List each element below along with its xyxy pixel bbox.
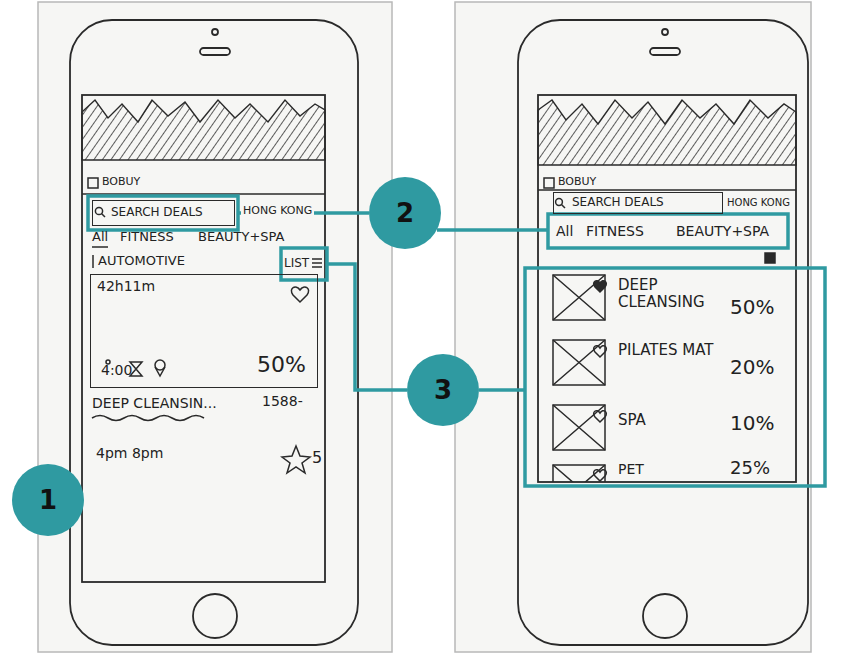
search-placeholder: SEARCH DEALS bbox=[111, 206, 203, 219]
deal-card: 42h11m 4:00 50% bbox=[90, 274, 318, 388]
discount: 50% bbox=[730, 296, 774, 318]
list-thumbnails bbox=[594, 346, 607, 357]
callout-number: 3 bbox=[434, 376, 452, 405]
callout-circle: 1 bbox=[12, 464, 84, 536]
category-tab: AUTOMOTIVE bbox=[98, 254, 185, 268]
rating: 5 bbox=[312, 449, 322, 467]
deal-price: 1588- bbox=[262, 394, 303, 409]
screen-sketch-lines bbox=[312, 262, 322, 264]
discount: 20% bbox=[730, 356, 774, 378]
search-box: SEARCH DEALS bbox=[553, 192, 723, 214]
deal-hours: 4pm 8pm bbox=[96, 446, 163, 461]
screen-sketch-lines bbox=[544, 178, 554, 188]
deal-title: DEEP CLEANSIN... bbox=[92, 396, 217, 411]
category-tab: FITNESS bbox=[120, 230, 174, 244]
screen-sketch-lines bbox=[155, 367, 165, 376]
callout-number: 2 bbox=[396, 199, 414, 228]
screen-sketch-lines bbox=[88, 178, 98, 188]
screen-sketch-lines bbox=[765, 253, 775, 263]
phone-outline bbox=[212, 29, 218, 35]
list-thumbnails bbox=[553, 405, 605, 450]
location: HONG KONG bbox=[727, 197, 790, 208]
app-name: BOBUY bbox=[558, 176, 596, 188]
leader-line bbox=[479, 388, 525, 392]
list-thumbnails bbox=[553, 275, 606, 482]
screen-sketch-lines bbox=[312, 266, 322, 268]
phone-outline bbox=[200, 48, 230, 55]
discount: 10% bbox=[730, 412, 774, 434]
screen-sketch-lines bbox=[92, 416, 204, 421]
search-box: SEARCH DEALS bbox=[92, 200, 235, 226]
callout-circle: 2 bbox=[369, 177, 441, 249]
deal-text: 42h11m bbox=[97, 279, 155, 294]
screen-sketch-lines bbox=[92, 255, 94, 268]
callout-highlight bbox=[548, 214, 788, 248]
screen-sketch-lines bbox=[562, 205, 566, 209]
category-tab: BEAUTY+SPA bbox=[198, 230, 284, 244]
category-tab: All bbox=[556, 224, 573, 239]
callout-highlight bbox=[88, 196, 238, 230]
phone-outline bbox=[538, 95, 796, 482]
skyline-hatching bbox=[82, 100, 325, 160]
skyline-hatching bbox=[82, 100, 796, 165]
screen-sketch-lines bbox=[92, 246, 108, 248]
phone-outline bbox=[82, 95, 325, 582]
callout-highlight bbox=[88, 196, 825, 486]
deal-text: 4:00 bbox=[101, 363, 132, 378]
callout-circle: 3 bbox=[407, 354, 479, 426]
phone-outline bbox=[193, 594, 237, 638]
callout-number: 1 bbox=[39, 486, 57, 515]
leader-line bbox=[327, 264, 407, 390]
screen-sketch-lines bbox=[312, 258, 322, 260]
phone-outline bbox=[662, 29, 668, 35]
screen-sketch-lines bbox=[282, 446, 310, 473]
category-tab: BEAUTY+SPA bbox=[676, 224, 769, 239]
list-item-title: PILATES MAT bbox=[618, 342, 722, 359]
list-thumbnails bbox=[553, 465, 605, 482]
callout-highlight bbox=[525, 268, 825, 486]
screen-sketch-lines bbox=[82, 178, 796, 473]
paper-sheet bbox=[38, 2, 392, 652]
location: HONG KONG bbox=[241, 205, 314, 217]
screen-sketch-lines bbox=[291, 287, 308, 302]
screen-sketch-lines bbox=[538, 189, 796, 191]
list-item-title: PET bbox=[618, 462, 644, 477]
app-name: BOBUY bbox=[102, 176, 140, 188]
category-tab: FITNESS bbox=[586, 224, 644, 239]
list-item-title: SPA bbox=[618, 412, 646, 429]
screen-sketch-lines bbox=[102, 214, 106, 218]
list-thumbnails bbox=[594, 281, 607, 292]
callout-highlight bbox=[281, 248, 327, 280]
list-thumbnails bbox=[553, 340, 605, 385]
phone-outline bbox=[70, 20, 808, 645]
screen-sketch-lines bbox=[556, 199, 563, 206]
list-thumbnails bbox=[553, 405, 605, 450]
phone-outline bbox=[70, 20, 358, 645]
list-thumbnails bbox=[594, 470, 607, 481]
phone-outline bbox=[518, 20, 808, 645]
search-placeholder: SEARCH DEALS bbox=[572, 196, 664, 209]
list-item-title: DEEP CLEANSING bbox=[618, 277, 722, 310]
list-thumbnails bbox=[553, 340, 605, 385]
phone-outline bbox=[643, 594, 687, 638]
deal-text: 50% bbox=[257, 353, 306, 377]
paper-sheet bbox=[38, 2, 811, 652]
view-toggle: LIST bbox=[284, 257, 309, 270]
paper-sheet bbox=[455, 2, 811, 652]
phone-outline bbox=[650, 48, 680, 55]
leader-line bbox=[437, 228, 548, 232]
list-thumbnails bbox=[594, 411, 607, 422]
list-thumbnails bbox=[553, 465, 605, 482]
category-tab: All bbox=[92, 230, 108, 244]
skyline-hatching bbox=[538, 100, 796, 165]
discount: 25% bbox=[730, 458, 770, 478]
